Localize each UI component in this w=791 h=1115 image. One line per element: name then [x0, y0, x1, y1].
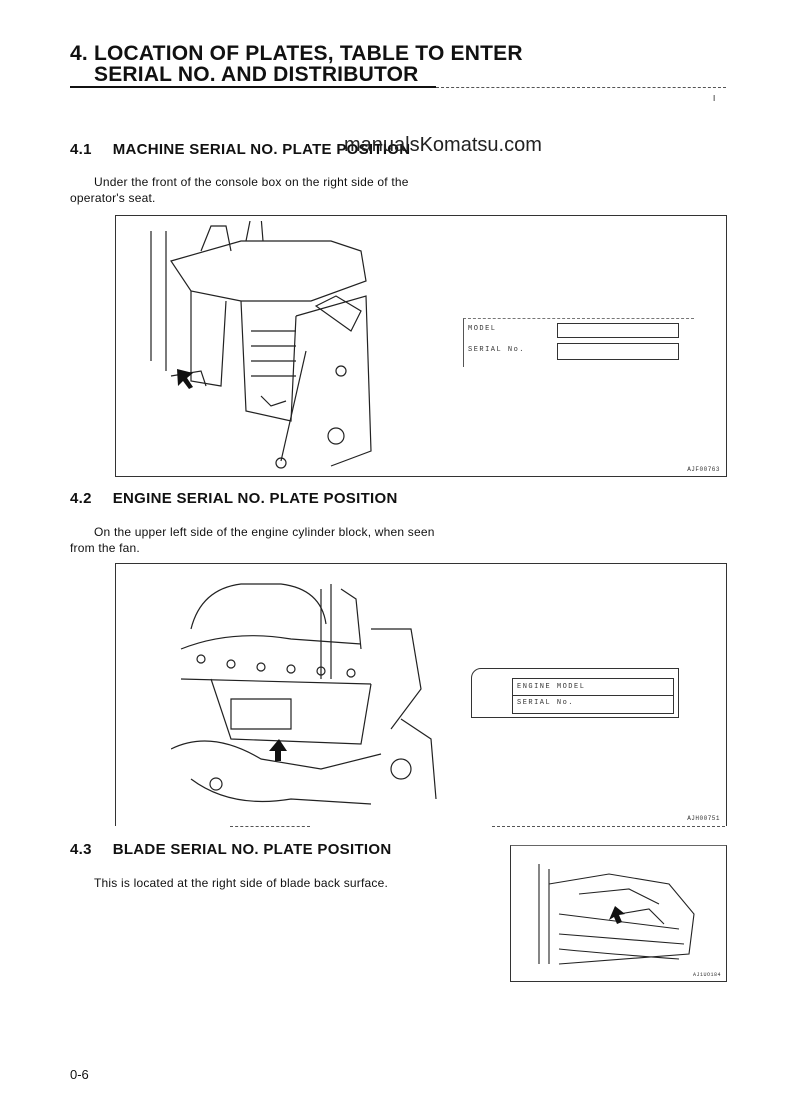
margin-mark: I — [713, 94, 716, 103]
section-text-4-1: Under the front of the console box on th… — [70, 174, 510, 206]
section-heading-4-2: 4.2 ENGINE SERIAL NO. PLATE POSITION — [70, 490, 398, 507]
page-title-line2: SERIAL NO. AND DISTRIBUTOR — [94, 63, 419, 86]
section-text-4-2: On the upper left side of the engine cyl… — [70, 524, 510, 556]
plate-field-label-engine-model: ENGINE MODEL — [517, 683, 586, 691]
section-number: 4.2 — [70, 490, 92, 507]
page-number: 0-6 — [70, 1067, 89, 1082]
figure-bottom-dashed — [492, 826, 725, 827]
engine-illustration — [171, 583, 437, 805]
title-rule — [70, 86, 436, 88]
text-line: from the fan. — [70, 541, 140, 555]
section-heading-4-3: 4.3 BLADE SERIAL NO. PLATE POSITION — [70, 841, 391, 858]
plate-field-box-serial — [557, 343, 679, 360]
figure-bottom-dashed — [230, 826, 310, 827]
figure-code: AJF00763 — [687, 466, 720, 473]
section-heading-4-1: 4.1 MACHINE SERIAL NO. PLATE POSITION — [70, 141, 410, 158]
machine-plate: MODEL SERIAL No. — [463, 318, 694, 367]
section-text-4-3: This is located at the right side of bla… — [94, 875, 494, 891]
console-illustration — [150, 221, 372, 469]
text-line: Under the front of the console box on th… — [94, 175, 409, 189]
section-title: ENGINE SERIAL NO. PLATE POSITION — [112, 490, 398, 507]
engine-plate-inner: ENGINE MODEL SERIAL No. — [512, 678, 674, 714]
figure-engine-plate: ENGINE MODEL SERIAL No. AJH00751 — [115, 563, 727, 826]
section-title: MACHINE SERIAL NO. PLATE POSITION — [112, 141, 411, 158]
engine-plate: ENGINE MODEL SERIAL No. — [471, 668, 679, 718]
page-title-line1: 4. LOCATION OF PLATES, TABLE TO ENTER — [70, 42, 523, 65]
text-line: On the upper left side of the engine cyl… — [94, 525, 435, 539]
blade-illustration — [538, 864, 695, 965]
watermark-text: manualsKomatsu.com — [344, 134, 542, 156]
title-rule-dashed — [436, 87, 726, 88]
text-line: operator's seat. — [70, 191, 156, 205]
section-number: 4.3 — [70, 841, 92, 858]
figure-machine-plate: MODEL SERIAL No. AJF00763 — [115, 215, 727, 477]
figure-code: AJH00751 — [687, 815, 720, 822]
plate-field-box-model — [557, 323, 679, 338]
figure-code: AJ1UO184 — [692, 972, 721, 978]
plate-field-label-serial: SERIAL No. — [468, 346, 526, 354]
plate-field-label-model: MODEL — [468, 325, 497, 333]
section-number: 4.1 — [70, 141, 92, 158]
text-line: This is located at the right side of bla… — [94, 876, 389, 890]
plate-field-label-serial: SERIAL No. — [517, 699, 575, 707]
figure-blade-plate: AJ1UO184 — [510, 845, 727, 982]
plate-field-divider — [513, 695, 673, 696]
section-title: BLADE SERIAL NO. PLATE POSITION — [112, 841, 392, 858]
